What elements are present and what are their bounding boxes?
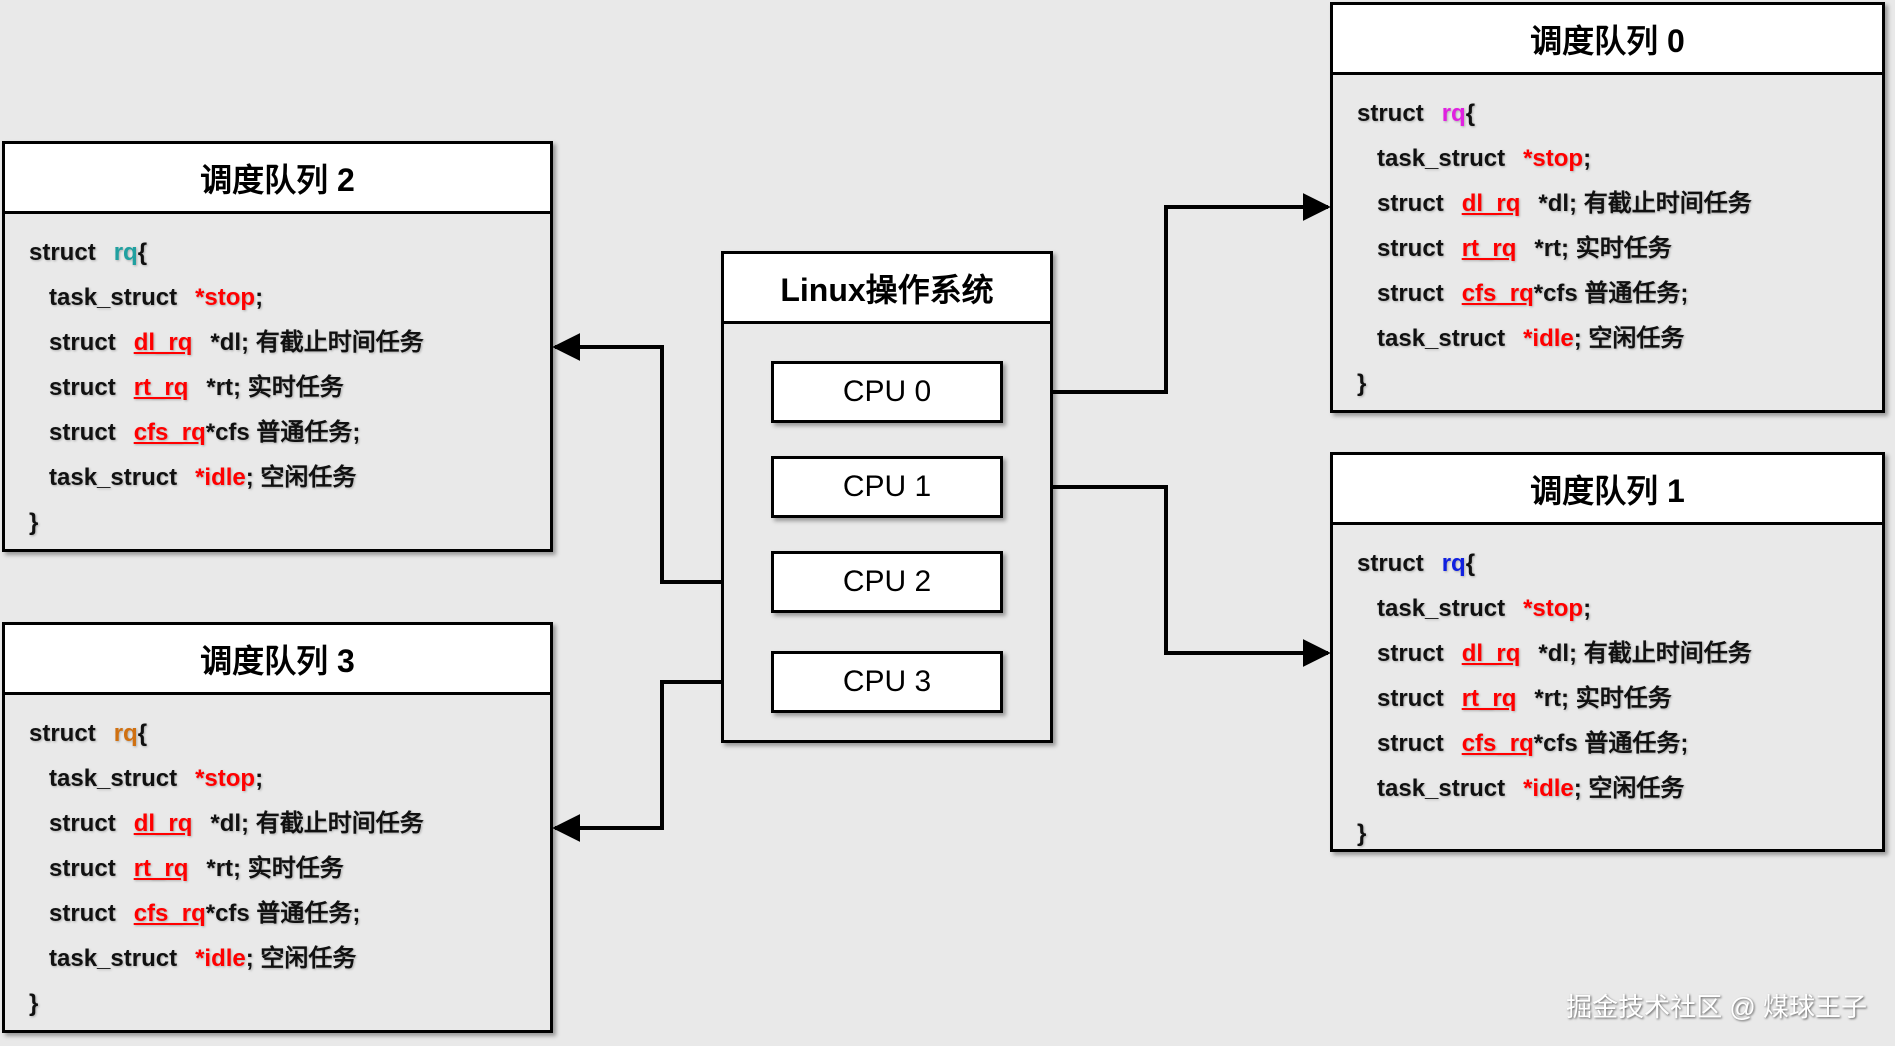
- arrow-cpu3-to-queue3: [552, 680, 771, 842]
- cpu-1-box: CPU 1: [771, 456, 1003, 518]
- cpu-3-box: CPU 3: [771, 651, 1003, 713]
- code-line-stop: task_struct*stop;: [49, 284, 264, 311]
- queue-2-title: 调度队列 2: [5, 144, 550, 214]
- rq-type: rq: [113, 720, 138, 747]
- queue-1-title: 调度队列 1: [1333, 455, 1882, 525]
- code-line-close: }: [29, 990, 39, 1017]
- arrow-cpu2-to-queue2: [552, 333, 771, 584]
- rq-type: rq: [1441, 550, 1466, 577]
- os-title: Linux操作系统: [724, 254, 1050, 324]
- arrow-cpu0-to-queue0: [1003, 193, 1331, 394]
- code-line-stop: task_struct*stop;: [1377, 595, 1592, 622]
- cpu-2-box: CPU 2: [771, 551, 1003, 613]
- code-line-stop: task_struct*stop;: [1377, 145, 1592, 172]
- code-line-idle: task_struct*idle; 空闲任务: [1377, 775, 1685, 802]
- queue-3-title: 调度队列 3: [5, 625, 550, 695]
- queue-0-title: 调度队列 0: [1333, 5, 1882, 75]
- code-line-close: }: [1357, 370, 1367, 397]
- code-line-idle: task_struct*idle; 空闲任务: [49, 945, 357, 972]
- code-line-idle: task_struct*idle; 空闲任务: [1377, 325, 1685, 352]
- watermark: 掘金技术社区 @ 煤球王子: [1566, 992, 1867, 1022]
- code-line-idle: task_struct*idle; 空闲任务: [49, 464, 357, 491]
- cpu-0-box: CPU 0: [771, 361, 1003, 423]
- code-line-close: }: [1357, 820, 1367, 847]
- rq-type: rq: [1441, 100, 1466, 127]
- code-line-close: }: [29, 509, 39, 536]
- arrow-cpu1-to-queue1: [1003, 485, 1331, 667]
- code-line-stop: task_struct*stop;: [49, 765, 264, 792]
- rq-type: rq: [113, 239, 138, 266]
